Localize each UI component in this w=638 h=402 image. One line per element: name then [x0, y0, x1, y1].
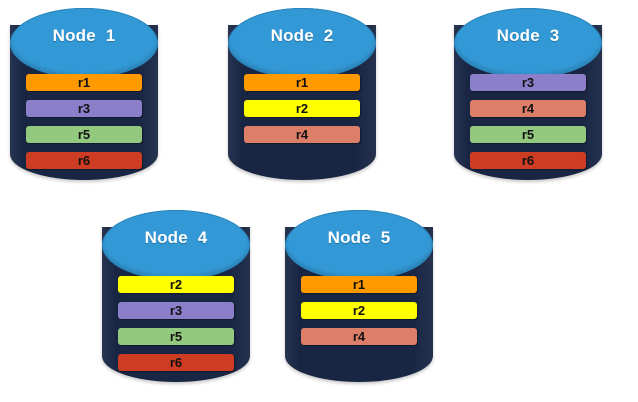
replica-bar[interactable]: r2 [118, 276, 234, 293]
cylinder-top-ellipse [285, 210, 433, 280]
replica-bar[interactable]: r4 [244, 126, 360, 143]
cylinder-top-ellipse [10, 8, 158, 78]
cylinder-shape: Node 4 r2 r3 r5 r6 [102, 210, 250, 382]
replica-bar[interactable]: r5 [470, 126, 586, 143]
cylinder-shape: Node 5 r1 r2 r4 [285, 210, 433, 382]
cylinder-top-ellipse [454, 8, 602, 78]
replica-list: r1 r2 r4 [301, 276, 417, 345]
replica-list: r2 r3 r5 r6 [118, 276, 234, 371]
replica-bar[interactable]: r4 [301, 328, 417, 345]
cylinder-shape: Node 2 r1 r2 r4 [228, 8, 376, 180]
replica-bar[interactable]: r1 [244, 74, 360, 91]
replica-bar[interactable]: r5 [26, 126, 142, 143]
replica-bar[interactable]: r6 [26, 152, 142, 169]
node-cylinder-3[interactable]: Node 3 r3 r4 r5 r6 [454, 8, 602, 180]
replica-bar[interactable]: r3 [26, 100, 142, 117]
replica-bar[interactable]: r3 [470, 74, 586, 91]
replica-bar[interactable]: r2 [244, 100, 360, 117]
cylinder-top-ellipse [102, 210, 250, 280]
cylinder-top-ellipse [228, 8, 376, 78]
replica-bar[interactable]: r3 [118, 302, 234, 319]
replica-bar[interactable]: r6 [118, 354, 234, 371]
replica-bar[interactable]: r4 [470, 100, 586, 117]
replica-bar[interactable]: r1 [26, 74, 142, 91]
replica-list: r1 r3 r5 r6 [26, 74, 142, 169]
node-cylinder-1[interactable]: Node 1 r1 r3 r5 r6 [10, 8, 158, 180]
node-label: Node 3 [496, 26, 560, 45]
replica-bar[interactable]: r1 [301, 276, 417, 293]
replica-bar[interactable]: r6 [470, 152, 586, 169]
replica-list: r3 r4 r5 r6 [470, 74, 586, 169]
replica-bar[interactable]: r2 [301, 302, 417, 319]
node-label: Node 5 [327, 228, 391, 247]
cylinder-shape: Node 3 r3 r4 r5 r6 [454, 8, 602, 180]
node-label: Node 2 [270, 26, 334, 45]
node-cylinder-2[interactable]: Node 2 r1 r2 r4 [228, 8, 376, 180]
replica-bar[interactable]: r5 [118, 328, 234, 345]
replica-list: r1 r2 r4 [244, 74, 360, 143]
node-cylinder-5[interactable]: Node 5 r1 r2 r4 [285, 210, 433, 382]
node-cylinder-4[interactable]: Node 4 r2 r3 r5 r6 [102, 210, 250, 382]
cylinder-shape: Node 1 r1 r3 r5 r6 [10, 8, 158, 180]
node-label: Node 4 [144, 228, 208, 247]
node-label: Node 1 [52, 26, 116, 45]
